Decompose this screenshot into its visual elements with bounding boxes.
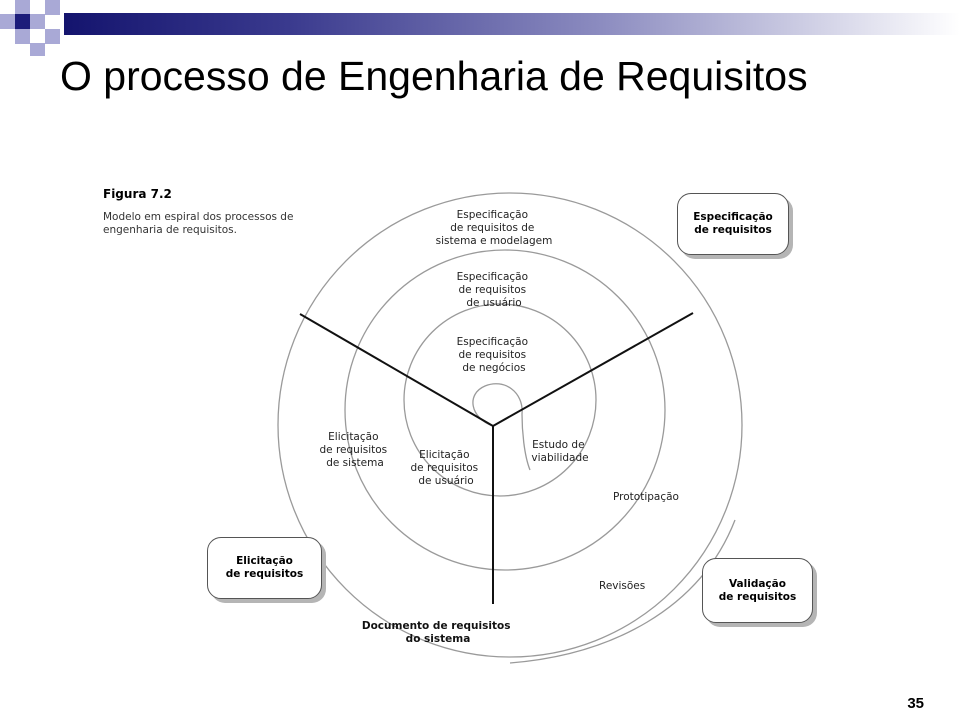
label-feasibility: Estudo de viabilidade bbox=[531, 439, 588, 464]
label-feasibility-line2: viabilidade bbox=[531, 452, 588, 464]
phase-box-elicitation: Elicitação de requisitos bbox=[207, 537, 322, 599]
phase-box-specification-label: Especificação de requisitos bbox=[693, 211, 773, 236]
label-elic-user-line1: Elicitação bbox=[419, 449, 469, 461]
corner-squares-decoration bbox=[0, 0, 60, 56]
spiral-ring-inner bbox=[403, 303, 597, 497]
spiral-inner-link bbox=[521, 413, 531, 471]
label-spec-user-line2: de requisitos bbox=[459, 284, 527, 296]
label-spec-business-line1: Especificação bbox=[457, 336, 528, 348]
label-spec-user-line1: Especificação bbox=[457, 271, 528, 283]
label-feasibility-line1: Estudo de bbox=[532, 439, 584, 451]
label-elic-system-line1: Elicitação bbox=[328, 431, 378, 443]
label-elic-system-line2: de requisitos bbox=[320, 444, 388, 456]
label-spec-business-line2: de requisitos bbox=[459, 349, 527, 361]
phase-box-validation: Validação de requisitos bbox=[702, 558, 813, 623]
slide-title: O processo de Engenharia de Requisitos bbox=[60, 53, 808, 99]
spiral-ring-outer bbox=[277, 192, 743, 658]
phase-box-validation-label: Validação de requisitos bbox=[718, 577, 797, 603]
spiral-tail bbox=[509, 519, 736, 664]
label-spec-system-line2: de requisitos de bbox=[450, 222, 534, 234]
label-elic-user-line2: de requisitos bbox=[411, 462, 479, 474]
spiral-center-curl bbox=[472, 383, 523, 427]
label-elic-user: Elicitação de requisitos de usuário bbox=[411, 449, 482, 487]
label-system-document: Documento de requisitos do sistema bbox=[362, 620, 514, 645]
label-elic-user-line3: de usuário bbox=[418, 475, 473, 487]
label-system-document-line1: Documento de requisitos bbox=[362, 620, 511, 632]
label-spec-user-line3: de usuário bbox=[466, 297, 521, 309]
label-spec-business: Especificação de requisitos de negócios bbox=[457, 336, 532, 374]
phase-box-elicitation-label: Elicitação de requisitos bbox=[225, 555, 304, 580]
label-spec-system-line1: Especificação bbox=[457, 209, 528, 221]
label-spec-business-line3: de negócios bbox=[462, 362, 525, 374]
label-elic-system: Elicitação de requisitos de sistema bbox=[320, 431, 391, 469]
label-spec-user: Especificação de requisitos de usuário bbox=[457, 271, 532, 309]
divider-line-left bbox=[299, 313, 494, 427]
figure-caption: Figura 7.2 Modelo em espiral dos process… bbox=[103, 187, 343, 237]
label-prototyping: Prototipação bbox=[613, 491, 679, 503]
phase-box-specification: Especificação de requisitos bbox=[677, 193, 789, 255]
figure-label: Figura 7.2 bbox=[103, 187, 172, 201]
spiral-ring-middle bbox=[344, 249, 666, 571]
figure-description: Modelo em espiral dos processos de engen… bbox=[103, 211, 294, 236]
divider-line-right bbox=[492, 312, 694, 427]
label-reviews: Revisões bbox=[599, 580, 645, 592]
label-system-document-line2: do sistema bbox=[406, 633, 471, 645]
page-number: 35 bbox=[907, 695, 924, 712]
label-spec-system-line3: sistema e modelagem bbox=[436, 235, 553, 247]
label-spec-system: Especificação de requisitos de sistema e… bbox=[436, 209, 553, 247]
title-gradient-bar bbox=[64, 13, 960, 35]
label-elic-system-line3: de sistema bbox=[326, 457, 384, 469]
